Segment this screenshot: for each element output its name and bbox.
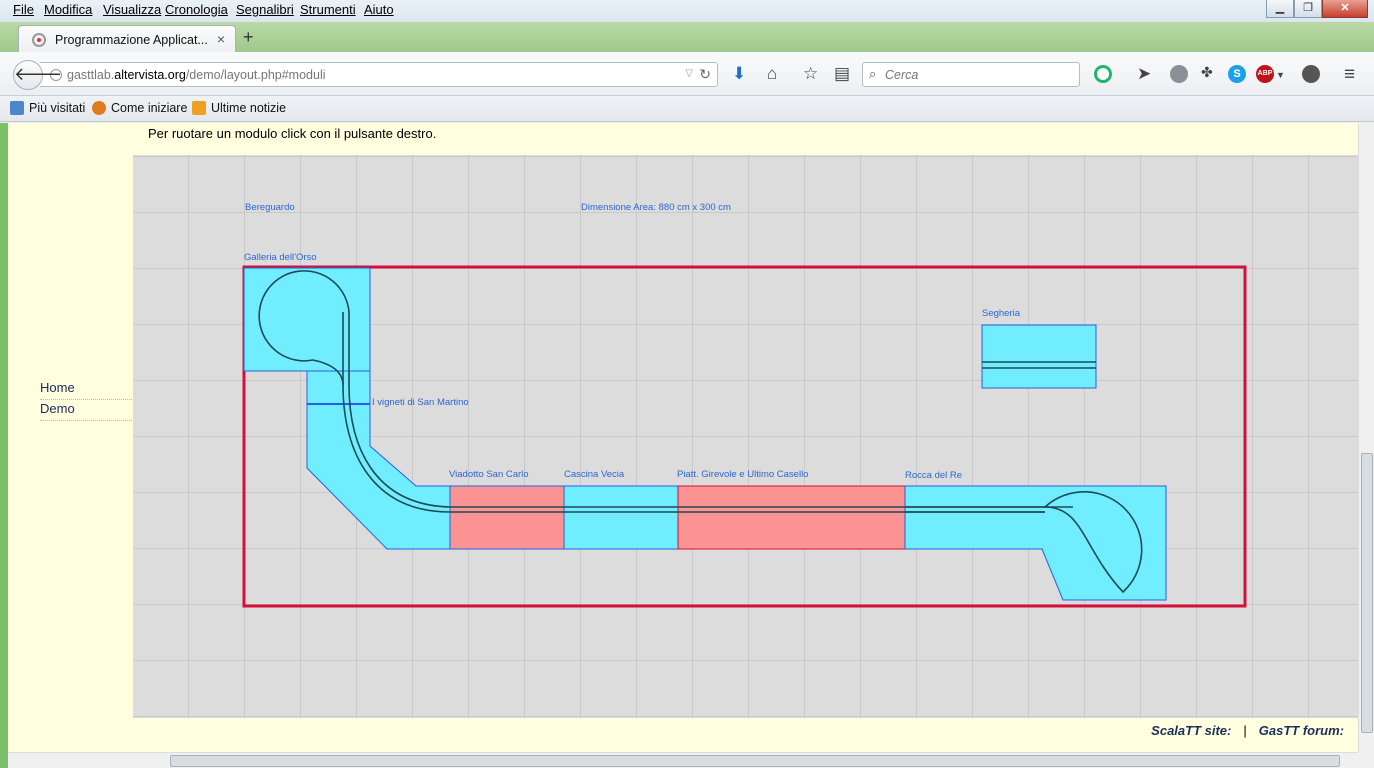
bookmark-come-iniziare[interactable]: Come iniziare	[92, 101, 187, 115]
tab-close-icon[interactable]: ×	[216, 31, 225, 47]
extension-icon[interactable]	[1170, 65, 1188, 83]
module-label-segheria: Segheria	[982, 308, 1021, 319]
menu-segnalibri[interactable]: Segnalibri	[236, 2, 294, 17]
module-label-bereguardo: Bereguardo	[245, 202, 295, 213]
grammarly-icon[interactable]	[1094, 65, 1112, 83]
menu-bar: File Modifica Visualizza Cronologia Segn…	[0, 0, 1374, 22]
menu-aiuto[interactable]: Aiuto	[364, 2, 394, 17]
minimize-button[interactable]: ▁	[1266, 0, 1294, 18]
chat-icon[interactable]	[1302, 65, 1320, 83]
area-dimension-label: Dimensione Area: 880 cm x 300 cm	[581, 202, 731, 213]
reading-list-icon[interactable]: ▤	[834, 64, 851, 83]
reload-icon[interactable]: ↻	[699, 66, 711, 82]
new-tab-button[interactable]: +	[243, 27, 254, 47]
search-input[interactable]	[885, 66, 1070, 83]
page-content: Per ruotare un modulo click con il pulsa…	[8, 123, 1358, 752]
menu-visualizza[interactable]: Visualizza	[103, 2, 162, 17]
module-segheria[interactable]	[981, 324, 1097, 389]
window-close-button[interactable]: ✕	[1322, 0, 1368, 18]
scalatt-site-link[interactable]: ScalaTT site:	[1151, 723, 1232, 738]
module-viadotto-san-carlo[interactable]	[449, 485, 565, 550]
navigation-toolbar: gasttlab.altervista.org/demo/layout.php#…	[0, 52, 1374, 96]
module-rocca-del-re[interactable]	[904, 485, 1167, 601]
most-visited-icon	[10, 101, 24, 115]
vertical-scroll-thumb[interactable]	[1361, 453, 1373, 733]
module-galleria-dell-orso[interactable]	[243, 267, 371, 372]
bookmark-piu-visitati[interactable]: Più visitati	[10, 101, 85, 115]
bookmark-ultime-notizie[interactable]: Ultime notizie	[192, 101, 286, 115]
send-icon[interactable]: ➤	[1137, 64, 1152, 83]
vertical-scrollbar[interactable]	[1358, 123, 1374, 752]
window-edge	[0, 123, 8, 768]
site-favicon-icon	[32, 33, 46, 47]
url-text[interactable]: gasttlab.altervista.org/demo/layout.php#…	[67, 68, 326, 82]
bookmark-star-icon[interactable]: ☆	[803, 64, 819, 83]
layout-svg: Bereguardo Dimensione Area: 880 cm x 300…	[242, 202, 1247, 608]
tab-bar: Programmazione Applicat... × +	[0, 22, 1374, 52]
skype-icon[interactable]: S	[1228, 65, 1246, 83]
module-vigneti-upper[interactable]	[306, 370, 371, 405]
restore-button[interactable]: ❐	[1294, 0, 1322, 18]
puzzle-icon[interactable]: ✤	[1201, 64, 1213, 80]
menu-modifica[interactable]: Modifica	[44, 2, 93, 17]
module-label-cascina: Cascina Vecia	[564, 469, 625, 480]
module-vigneti-san-martino[interactable]	[306, 403, 451, 550]
firefox-icon	[92, 101, 106, 115]
home-icon[interactable]: ⌂	[767, 64, 778, 83]
back-arrow-icon: 🡐	[14, 64, 63, 84]
module-label-galleria: Galleria dell'Orso	[244, 252, 317, 263]
tab-title: Programmazione Applicat...	[55, 33, 208, 47]
module-label-vigneti: I vigneti di San Martino	[372, 397, 469, 408]
module-label-viadotto: Viadotto San Carlo	[449, 469, 529, 480]
track-lines	[258, 270, 1143, 594]
module-cascina-vecia[interactable]	[563, 485, 679, 550]
tab-programmazione[interactable]: Programmazione Applicat... ×	[18, 25, 236, 52]
download-icon[interactable]: ⬇	[732, 64, 747, 83]
area-border	[242, 265, 1247, 608]
menu-file[interactable]: File	[13, 2, 34, 17]
back-button[interactable]: 🡐	[13, 60, 62, 90]
address-bar[interactable]: gasttlab.altervista.org/demo/layout.php#…	[40, 62, 718, 87]
rss-feed-icon	[192, 101, 206, 115]
layout-board[interactable]: Bereguardo Dimensione Area: 880 cm x 300…	[133, 155, 1358, 718]
menu-hamburger-icon[interactable]: ≡	[1344, 64, 1356, 85]
search-box[interactable]: ⌕	[862, 62, 1080, 87]
page-footer: ScalaTT site: | GasTT forum:	[1151, 723, 1344, 738]
horizontal-scroll-thumb[interactable]	[170, 755, 1340, 767]
adblock-dropdown-icon[interactable]: ▼	[1276, 70, 1285, 80]
instructions-text: Per ruotare un modulo click con il pulsa…	[148, 126, 437, 141]
horizontal-scrollbar[interactable]	[8, 752, 1358, 768]
module-label-rocca: Rocca del Re	[905, 470, 962, 481]
history-dropdown-icon[interactable]: ▽	[685, 68, 693, 79]
nav-link-home[interactable]: Home	[40, 379, 216, 400]
menu-cronologia[interactable]: Cronologia	[165, 2, 228, 17]
adblock-icon[interactable]: ABP	[1256, 65, 1274, 83]
module-label-piattaforma: Piatt. Girevole e Ultimo Casello	[677, 469, 808, 480]
bookmarks-toolbar: Più visitati Come iniziare Ultime notizi…	[0, 96, 1374, 122]
side-navigation: Home Demo	[40, 379, 216, 421]
module-piattaforma-girevole[interactable]	[677, 485, 906, 550]
globe-icon	[50, 69, 62, 81]
nav-link-demo[interactable]: Demo	[40, 400, 216, 421]
footer-separator: |	[1243, 723, 1247, 738]
gastt-forum-link[interactable]: GasTT forum:	[1258, 723, 1344, 738]
search-icon: ⌕	[869, 66, 877, 81]
menu-strumenti[interactable]: Strumenti	[300, 2, 356, 17]
